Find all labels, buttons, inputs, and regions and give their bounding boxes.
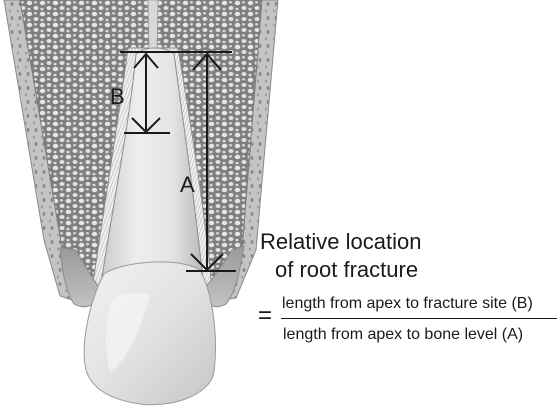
formula-title-line-2: of root fracture: [275, 257, 418, 283]
formula-title-line-1: Relative location: [260, 229, 421, 255]
tooth-crown: [84, 262, 215, 405]
label-a: A: [180, 172, 195, 197]
pulp-canal: [148, 0, 158, 50]
equals-sign: =: [258, 303, 272, 329]
formula-numerator: length from apex to fracture site (B): [282, 294, 533, 314]
formula-denominator: length from apex to bone level (A): [283, 325, 523, 345]
fraction-bar: [281, 318, 557, 319]
label-b: B: [110, 84, 125, 109]
